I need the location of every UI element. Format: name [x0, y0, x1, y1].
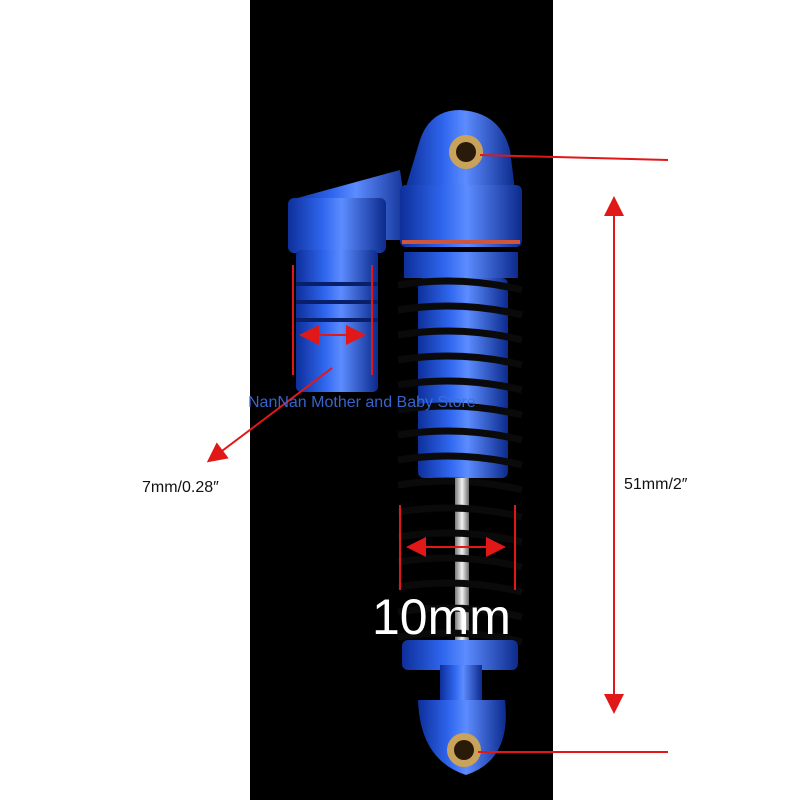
- top-mount-eye: [405, 110, 515, 190]
- reservoir-width-dimension: [206, 265, 373, 463]
- spring-width-label: 10mm: [372, 589, 511, 645]
- reservoir: [288, 170, 410, 392]
- length-label: 51mm/2″: [624, 476, 688, 493]
- bottom-mount-eye: [402, 640, 518, 775]
- o-ring: [402, 240, 520, 244]
- body-cap: [400, 185, 522, 247]
- preload-collar: [404, 252, 518, 278]
- store-watermark: NanNan Mother and Baby Store: [248, 394, 476, 411]
- length-dimension: [478, 154, 669, 753]
- spring-width-dimension: [399, 505, 516, 590]
- upper-spring: [397, 277, 523, 494]
- lower-spring: [397, 504, 523, 646]
- diameter-label: 7mm/0.28″: [142, 479, 219, 496]
